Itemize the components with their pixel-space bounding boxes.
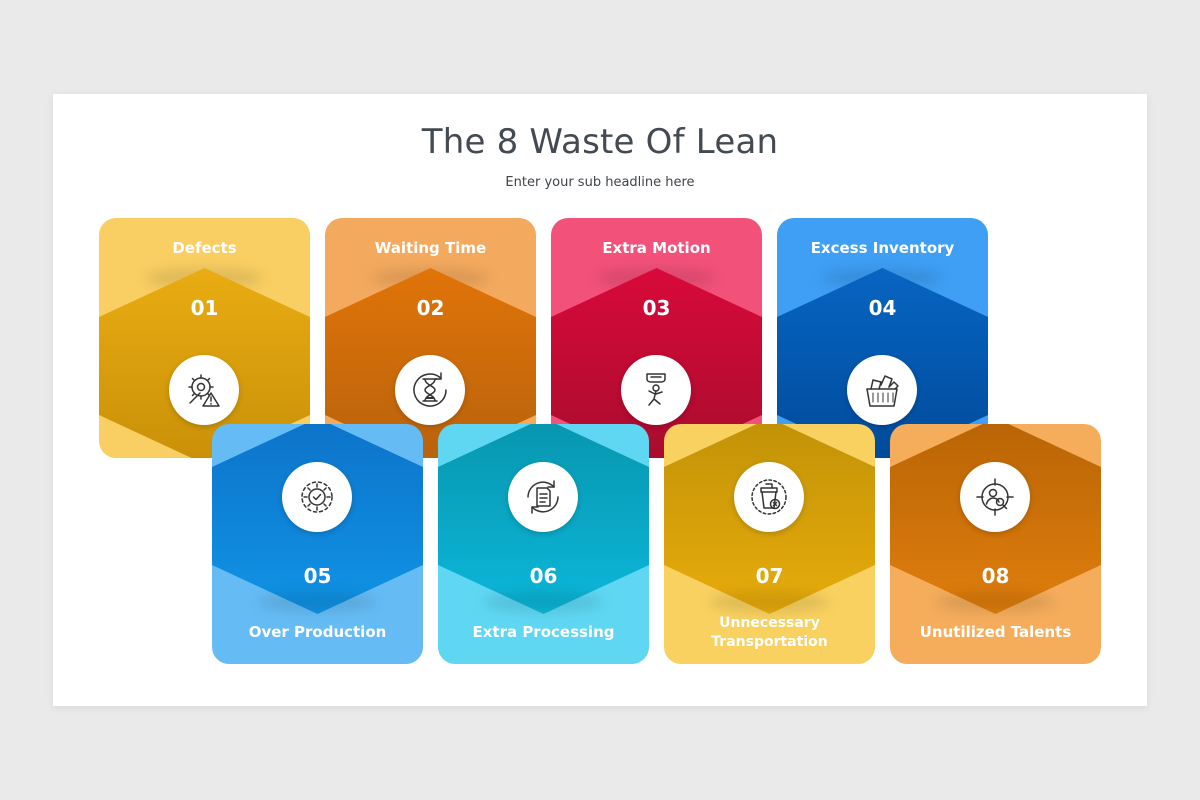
waste-number: 07	[755, 564, 784, 588]
waste-card-extra-processing: 06 Extra Processing	[438, 424, 649, 664]
recycle-bin-icon	[734, 462, 804, 532]
waste-number: 03	[642, 296, 671, 320]
waste-card-excess-inventory: Excess Inventory 04	[777, 218, 988, 458]
target-person-icon	[960, 462, 1030, 532]
tools-warning-icon	[169, 355, 239, 425]
waste-card-unnecessary-transportation: 07 Unnecessary Transportation	[664, 424, 875, 664]
waste-label: Defects	[172, 239, 237, 257]
hex-shadow	[709, 592, 829, 612]
card-background	[99, 218, 310, 458]
waste-card-extra-motion: Extra Motion 03	[551, 218, 762, 458]
waste-label: Over Production	[248, 623, 387, 641]
waste-label: Unnecessary Transportation	[664, 614, 875, 652]
waste-label: Extra Processing	[472, 623, 615, 641]
waste-number: 01	[190, 296, 219, 320]
waste-label: Extra Motion	[602, 239, 711, 257]
waste-card-over-production: 05 Over Production	[212, 424, 423, 664]
waste-label: Excess Inventory	[810, 239, 955, 257]
waste-card-waiting-time: Waiting Time 02	[325, 218, 536, 458]
hex-shadow	[935, 592, 1055, 612]
waste-number: 04	[868, 296, 897, 320]
waste-number: 08	[981, 564, 1010, 588]
waste-number: 02	[416, 296, 445, 320]
page-title: The 8 Waste Of Lean	[421, 122, 779, 162]
waste-card-defects: Defects 01	[99, 218, 310, 458]
waste-number: 06	[529, 564, 558, 588]
waste-card-unutilized-talents: 08 Unutilized Talents	[890, 424, 1101, 664]
page-subtitle: Enter your sub headline here	[505, 175, 695, 190]
waste-label: Waiting Time	[374, 239, 487, 257]
hex-shadow	[257, 592, 377, 612]
person-motion-icon	[621, 355, 691, 425]
hourglass-icon	[395, 355, 465, 425]
waste-label: Unutilized Talents	[919, 623, 1072, 641]
hex-shadow	[483, 592, 603, 612]
inventory-basket-icon	[847, 355, 917, 425]
gear-check-icon	[282, 462, 352, 532]
waste-label-line-1: Unnecessary	[719, 615, 820, 631]
waste-number: 05	[303, 564, 332, 588]
document-cycle-icon	[508, 462, 578, 532]
waste-label-line-2: Transportation	[711, 634, 828, 650]
